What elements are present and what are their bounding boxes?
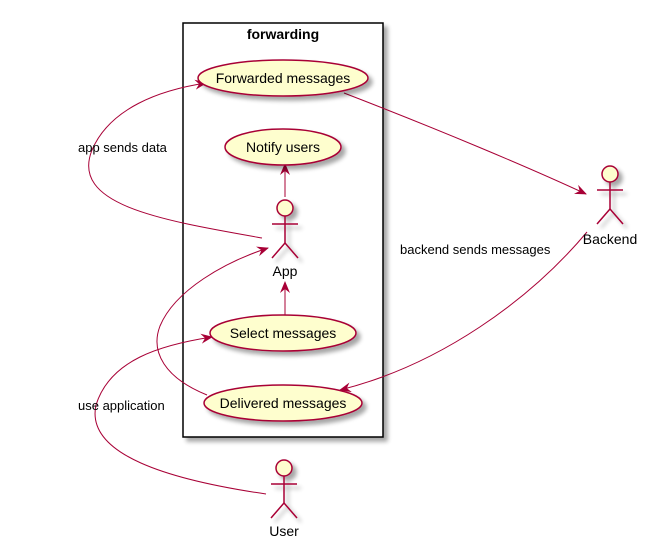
package-title: forwarding [247, 26, 319, 42]
actor-app-label: App [273, 263, 298, 279]
label-use-application: use application [78, 398, 165, 413]
usecase-forwarded-label: Forwarded messages [216, 70, 351, 86]
usecase-notify-ellipse [224, 128, 342, 166]
actor-user: User [269, 459, 299, 539]
usecase-forwarded-ellipse [197, 59, 369, 97]
usecase-forwarded-messages: Forwarded messages [197, 59, 369, 97]
actor-app-figure [271, 199, 299, 259]
edges [88, 79, 588, 495]
edge-labels: app sends data backend sends messages us… [78, 140, 551, 413]
actor-backend-label: Backend [583, 231, 637, 247]
edge-user-to-select [94, 333, 267, 495]
actor-backend-figure [596, 165, 624, 225]
actor-app: App [271, 199, 299, 279]
usecase-delivered-messages: Delivered messages [203, 384, 363, 422]
edge-forwarded-to-backend [343, 92, 587, 195]
edge-delivered-to-app [156, 246, 269, 396]
usecase-select-messages: Select messages [209, 314, 357, 352]
usecase-select-ellipse [209, 314, 357, 352]
usecase-delivered-ellipse [203, 384, 363, 422]
label-backend-sends-messages: backend sends messages [400, 242, 551, 257]
usecase-select-label: Select messages [230, 325, 337, 341]
usecase-notify-label: Notify users [246, 139, 320, 155]
actor-user-label: User [269, 523, 299, 539]
actor-user-figure [270, 459, 298, 519]
usecase-notify-users: Notify users [224, 128, 342, 166]
edge-app-to-forwarded [88, 79, 263, 239]
usecase-delivered-label: Delivered messages [220, 395, 347, 411]
label-app-sends-data: app sends data [78, 140, 168, 155]
edge-backend-to-delivered [339, 231, 588, 393]
actor-backend: Backend [583, 165, 637, 247]
